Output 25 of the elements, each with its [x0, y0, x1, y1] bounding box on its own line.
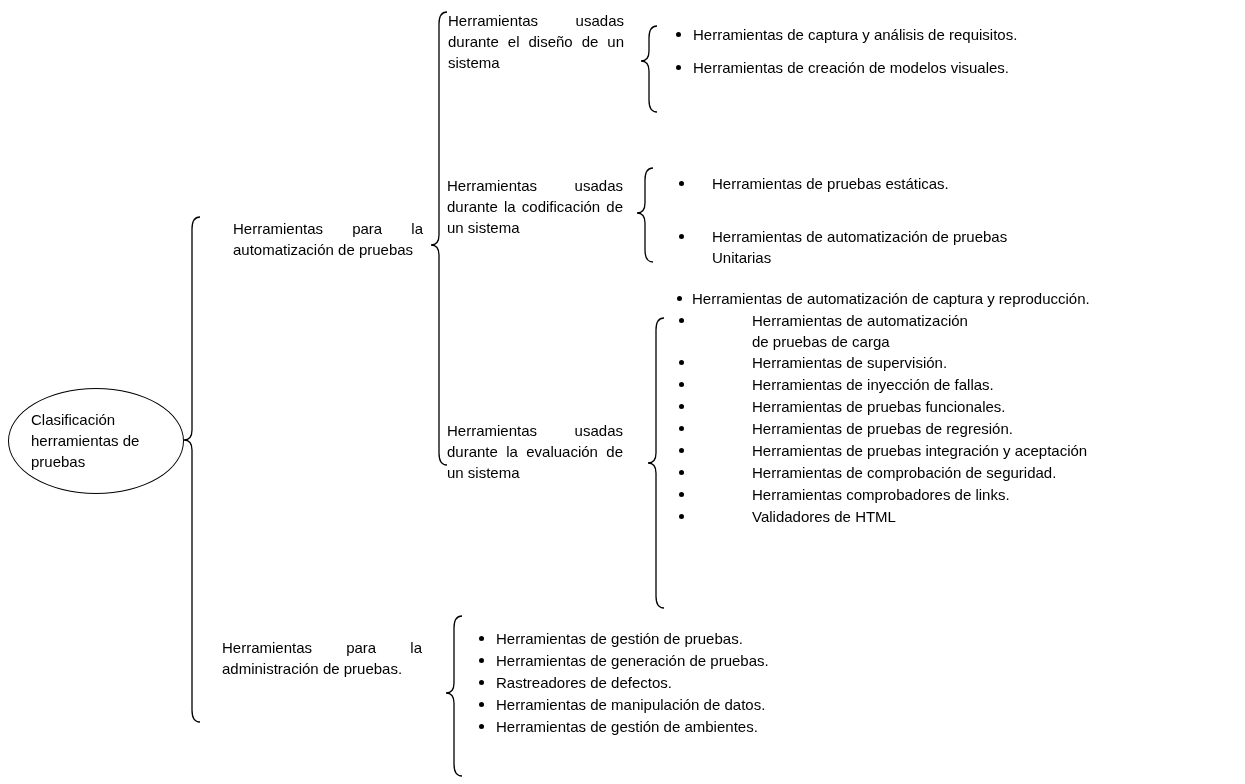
- category-heading: Herramientas para la automatización de pruebas: [233, 219, 423, 260]
- list-item: Herramientas de automatización de pruebas de carga: [752, 311, 969, 352]
- list-item: Herramientas de gestión de ambientes.: [496, 717, 758, 737]
- category-heading: Herramientas usadas durante la evaluación de un sistema: [447, 421, 623, 483]
- node-label: Clasificación herramientas de pruebas: [31, 410, 141, 472]
- list-item: Herramientas de pruebas funcionales.: [752, 397, 1006, 417]
- list-item: Herramientas comprobadores de links.: [752, 485, 1010, 505]
- list-item: Herramientas de gestión de pruebas.: [496, 629, 743, 649]
- list-item: Rastreadores de defectos.: [496, 673, 672, 693]
- list-item: Herramientas de creación de modelos visuales.: [693, 58, 1009, 78]
- list-item: Herramientas de manipulación de datos.: [496, 695, 766, 715]
- list-item: Herramientas de captura y análisis de requisitos.: [693, 25, 1018, 45]
- category-heading: Herramientas usadas durante la codificación de un sistema: [447, 176, 623, 238]
- list-item: Herramientas de automatización de pruebas Unitarias: [712, 227, 1009, 268]
- list-item: Herramientas de pruebas estáticas.: [712, 174, 949, 194]
- list-item: Validadores de HTML: [752, 507, 896, 527]
- list-item: Herramientas de automatización de captura y reproducción.: [692, 289, 1090, 309]
- list-item: Herramientas de generación de pruebas.: [496, 651, 769, 671]
- list-item: Herramientas de comprobación de seguridad.: [752, 463, 1057, 483]
- list-item: Herramientas de supervisión.: [752, 353, 948, 373]
- category-heading: Herramientas usadas durante el diseño de un sistema: [448, 11, 624, 73]
- list-item: Herramientas de pruebas integración y aceptación: [752, 441, 1088, 461]
- list-item: Herramientas de pruebas de regresión.: [752, 419, 1013, 439]
- category-heading: Herramientas para la administración de pruebas.: [222, 638, 422, 679]
- list-item: Herramientas de inyección de fallas.: [752, 375, 994, 395]
